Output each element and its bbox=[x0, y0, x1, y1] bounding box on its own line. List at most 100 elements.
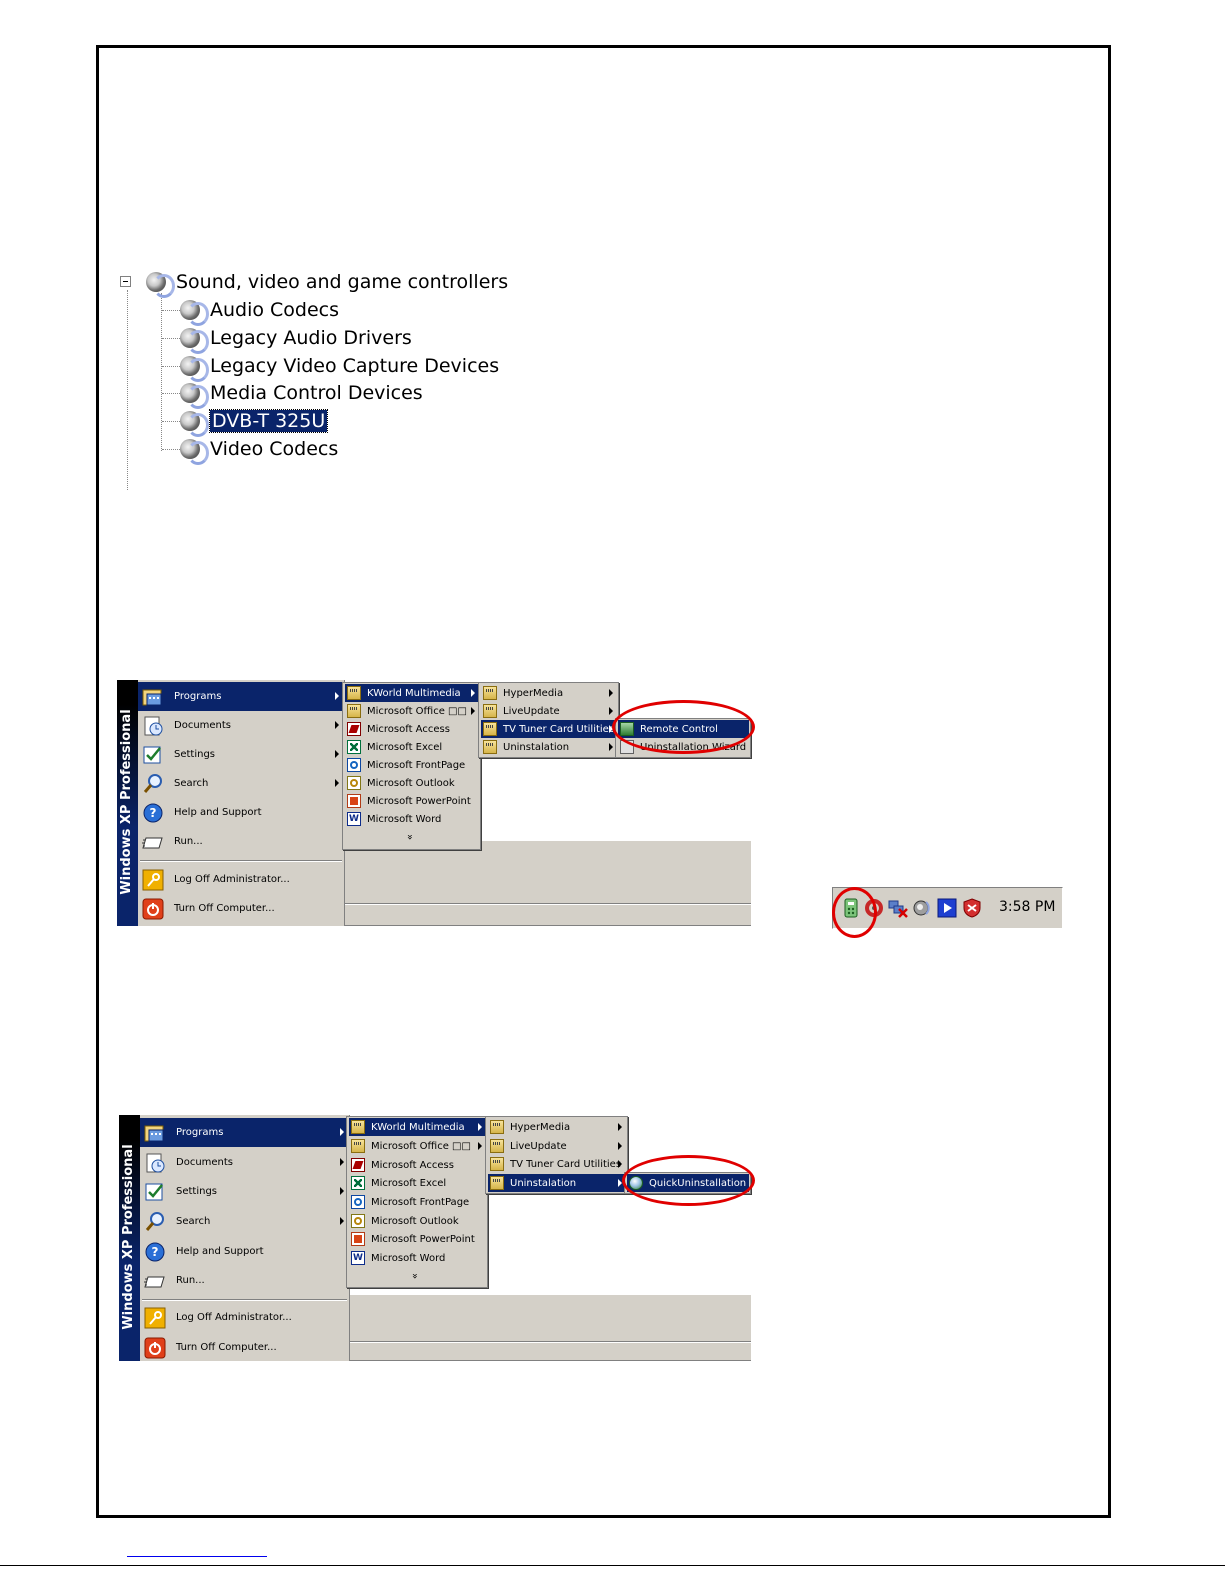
start-item-programs[interactable]: Programs bbox=[140, 1118, 348, 1147]
start-item-documents[interactable]: Documents bbox=[138, 711, 343, 740]
volume-icon[interactable] bbox=[912, 898, 932, 918]
menu-item-label: HyperMedia bbox=[503, 687, 564, 699]
menu-item-access[interactable]: Microsoft Access bbox=[345, 720, 479, 738]
key-icon bbox=[143, 1306, 167, 1330]
folder-icon bbox=[483, 740, 497, 754]
menu-item-excel[interactable]: Microsoft Excel bbox=[345, 738, 479, 756]
menu-item-label: KWorld Multimedia bbox=[371, 1121, 465, 1133]
security-shield-icon[interactable] bbox=[962, 898, 982, 918]
folder-icon bbox=[490, 1139, 504, 1153]
start-item-settings[interactable]: Settings bbox=[140, 1177, 348, 1206]
outlook-icon bbox=[347, 776, 361, 790]
tree-category[interactable]: Sound, video and game controllers bbox=[144, 269, 508, 298]
menu-item-liveupdate[interactable]: LiveUpdate bbox=[481, 702, 617, 720]
menu-item-outlook[interactable]: Microsoft Outlook bbox=[349, 1212, 486, 1230]
start-item-search[interactable]: Search bbox=[138, 769, 343, 798]
key-icon bbox=[141, 868, 165, 892]
menu-item-label: LiveUpdate bbox=[503, 705, 560, 717]
clock-time[interactable]: 3:58 PM bbox=[999, 899, 1056, 915]
menu-item-liveupdate[interactable]: LiveUpdate bbox=[488, 1137, 626, 1155]
programs-folder-icon bbox=[143, 1121, 167, 1145]
annotation-circle bbox=[612, 700, 755, 754]
menu-item-powerpoint[interactable]: Microsoft PowerPoint bbox=[349, 1230, 486, 1248]
start-item-label: Run... bbox=[174, 836, 203, 847]
start-item-label: Settings bbox=[176, 1186, 218, 1197]
menu-item-office[interactable]: Microsoft Office □□ bbox=[349, 1137, 486, 1155]
tree-item-label: Audio Codecs bbox=[210, 299, 340, 321]
menu-item-office[interactable]: Microsoft Office □□ bbox=[345, 702, 479, 720]
start-item-logoff[interactable]: Log Off Administrator... bbox=[140, 1303, 348, 1332]
tree-item[interactable]: Video Codecs bbox=[178, 436, 338, 465]
tree-item-selected[interactable]: DVB-T 325U bbox=[178, 408, 329, 437]
collapse-toggle-icon[interactable] bbox=[120, 276, 131, 287]
programs-submenu: KWorld Multimedia Microsoft Office □□ Mi… bbox=[342, 682, 481, 850]
start-item-label: Help and Support bbox=[174, 807, 262, 818]
menu-item-tvtuner[interactable]: TV Tuner Card Utilities bbox=[481, 720, 617, 738]
menu-item-access[interactable]: Microsoft Access bbox=[349, 1156, 486, 1174]
start-item-search[interactable]: Search bbox=[140, 1207, 348, 1236]
search-icon bbox=[141, 772, 165, 796]
media-player-icon[interactable] bbox=[937, 898, 957, 918]
start-menu-uninstall: Windows XP Professional Programs Documen… bbox=[119, 1115, 755, 1362]
tree-item[interactable]: Audio Codecs bbox=[178, 297, 340, 326]
access-icon bbox=[351, 1158, 365, 1172]
expand-more-chevron-icon[interactable]: » bbox=[409, 1272, 421, 1280]
expand-more-chevron-icon[interactable]: » bbox=[404, 833, 416, 841]
menu-item-powerpoint[interactable]: Microsoft PowerPoint bbox=[345, 792, 479, 810]
excel-icon bbox=[351, 1176, 365, 1190]
start-item-run[interactable]: Run... bbox=[138, 827, 343, 856]
excel-icon bbox=[347, 740, 361, 754]
access-icon bbox=[347, 722, 361, 736]
menu-item-kworld[interactable]: KWorld Multimedia bbox=[345, 684, 479, 702]
background-window-fragment bbox=[350, 1294, 751, 1342]
speaker-icon bbox=[178, 298, 209, 326]
start-item-run[interactable]: Run... bbox=[140, 1266, 348, 1295]
tree-item[interactable]: Legacy Video Capture Devices bbox=[178, 353, 499, 382]
start-item-help[interactable]: ? Help and Support bbox=[140, 1237, 348, 1266]
powerpoint-icon bbox=[347, 794, 361, 808]
programs-submenu: KWorld Multimedia Microsoft Office □□ Mi… bbox=[346, 1116, 488, 1288]
start-item-label: Help and Support bbox=[176, 1246, 264, 1257]
menu-item-label: HyperMedia bbox=[510, 1121, 571, 1133]
menu-item-uninstall[interactable]: Uninstalation bbox=[488, 1174, 626, 1192]
footer-link-underline bbox=[127, 1556, 267, 1557]
menu-item-tvtuner[interactable]: TV Tuner Card Utilities bbox=[488, 1155, 626, 1173]
menu-item-uninstall[interactable]: Uninstalation bbox=[481, 738, 617, 756]
start-item-programs[interactable]: Programs bbox=[138, 682, 343, 711]
start-item-documents[interactable]: Documents bbox=[140, 1148, 348, 1177]
help-icon: ? bbox=[143, 1240, 167, 1264]
start-item-label: Search bbox=[174, 778, 209, 789]
menu-item-hypermedia[interactable]: HyperMedia bbox=[488, 1118, 626, 1136]
menu-item-label: KWorld Multimedia bbox=[367, 687, 461, 699]
start-item-label: Programs bbox=[176, 1127, 224, 1138]
start-item-logoff[interactable]: Log Off Administrator... bbox=[138, 865, 343, 894]
menu-item-label: Microsoft Access bbox=[371, 1159, 454, 1171]
menu-item-frontpage[interactable]: Microsoft FrontPage bbox=[345, 756, 479, 774]
folder-icon bbox=[490, 1120, 504, 1134]
speaker-icon bbox=[144, 270, 175, 298]
start-item-turnoff[interactable]: Turn Off Computer... bbox=[140, 1333, 348, 1362]
menu-item-excel[interactable]: Microsoft Excel bbox=[349, 1174, 486, 1192]
start-item-settings[interactable]: Settings bbox=[138, 740, 343, 769]
menu-item-kworld[interactable]: KWorld Multimedia bbox=[349, 1118, 486, 1136]
tree-item[interactable]: Media Control Devices bbox=[178, 380, 423, 409]
annotation-circle bbox=[832, 887, 877, 938]
menu-item-label: LiveUpdate bbox=[510, 1140, 567, 1152]
menu-item-hypermedia[interactable]: HyperMedia bbox=[481, 684, 617, 702]
menu-item-label: Microsoft Word bbox=[371, 1252, 446, 1264]
frontpage-icon bbox=[351, 1195, 365, 1209]
tree-item[interactable]: Legacy Audio Drivers bbox=[178, 325, 412, 354]
network-disconnected-icon[interactable] bbox=[888, 898, 908, 918]
menu-item-label: Microsoft Excel bbox=[367, 741, 443, 753]
start-item-help[interactable]: ? Help and Support bbox=[138, 798, 343, 827]
start-menu-remote-control: Windows XP Professional Programs Documen… bbox=[117, 680, 755, 926]
menu-item-label: Uninstalation bbox=[503, 741, 570, 753]
menu-item-outlook[interactable]: Microsoft Outlook bbox=[345, 774, 479, 792]
menu-item-frontpage[interactable]: Microsoft FrontPage bbox=[349, 1193, 486, 1211]
folder-icon bbox=[351, 1120, 365, 1134]
tree-item-label: DVB-T 325U bbox=[208, 409, 329, 433]
speaker-icon bbox=[178, 354, 209, 382]
start-item-turnoff[interactable]: Turn Off Computer... bbox=[138, 894, 343, 923]
